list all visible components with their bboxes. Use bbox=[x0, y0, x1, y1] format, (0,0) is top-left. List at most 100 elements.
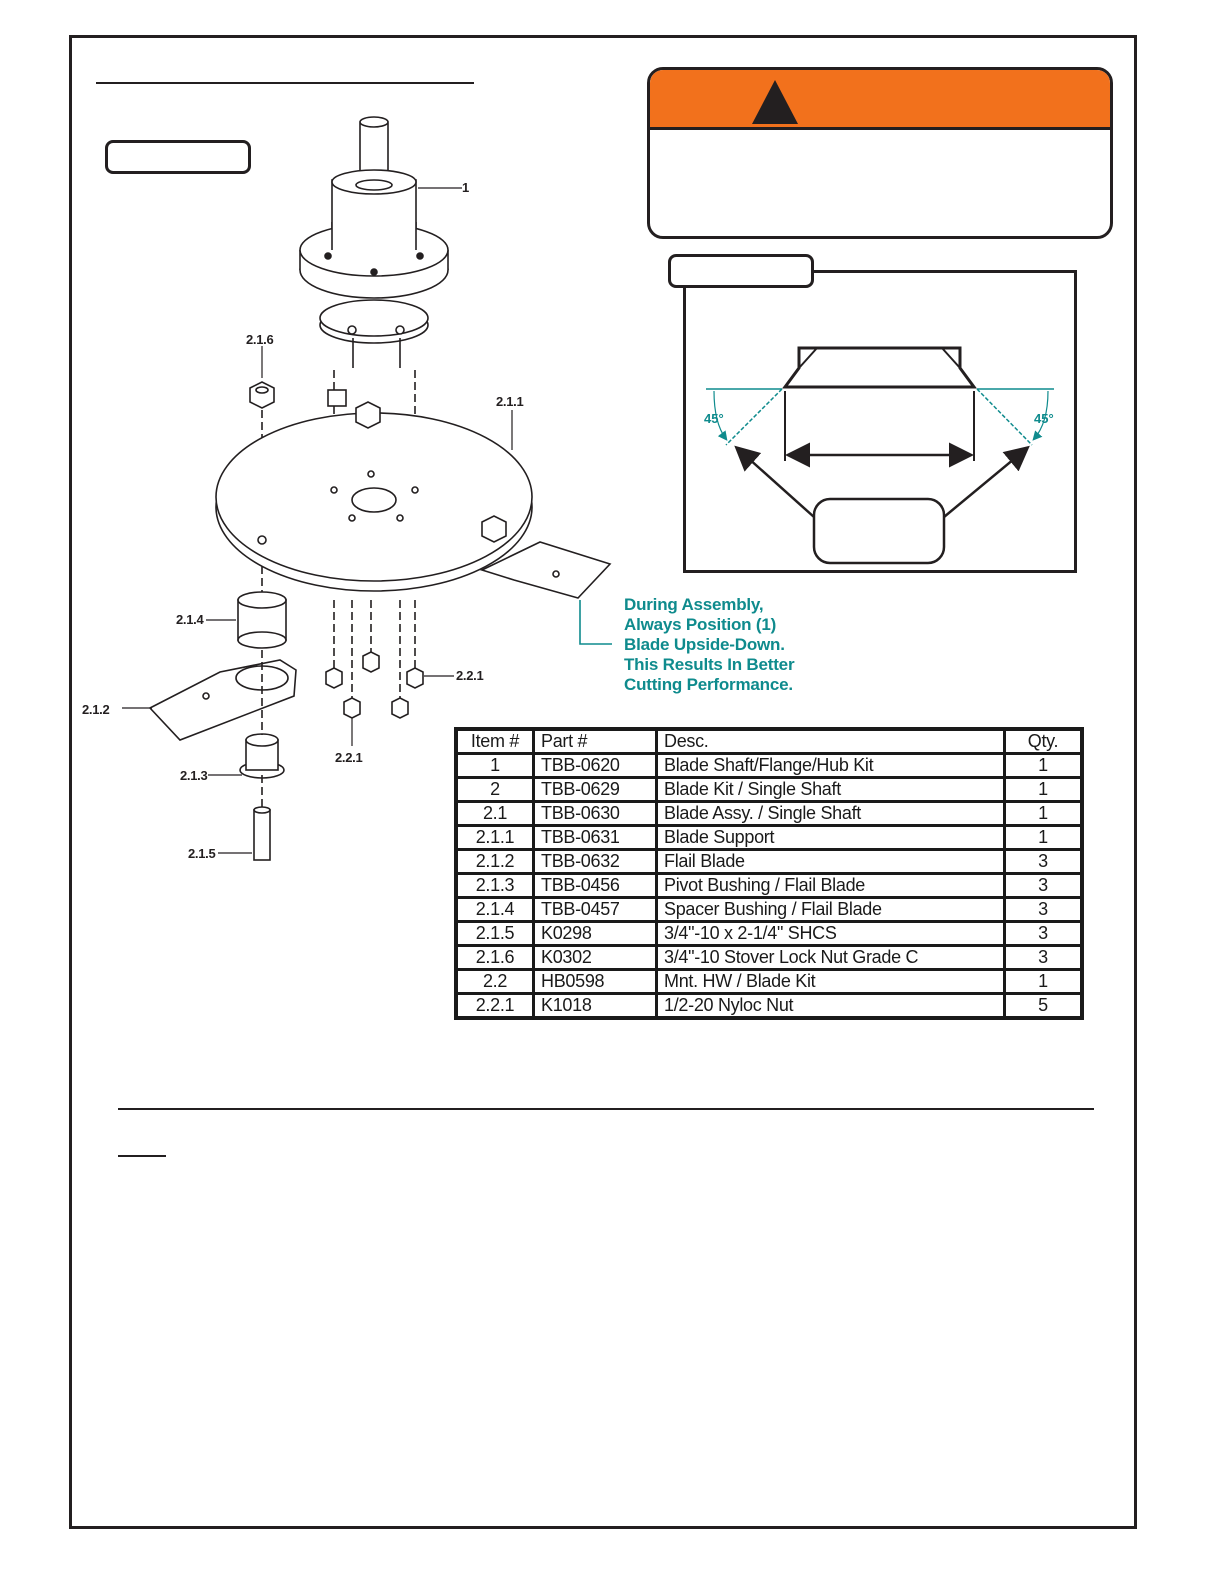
note-line: Cutting Performance. bbox=[624, 675, 793, 694]
cell-part: TBB-0630 bbox=[532, 800, 658, 827]
cell-desc: Blade Shaft/Flange/Hub Kit bbox=[655, 752, 1006, 779]
table-row: 2.2.1 K1018 1/2-20 Nyloc Nut 5 bbox=[454, 992, 1084, 1020]
callout-1: 1 bbox=[462, 180, 469, 195]
cell-item: 2.2 bbox=[454, 968, 535, 995]
warning-header bbox=[650, 70, 1110, 130]
cell-qty: 3 bbox=[1003, 920, 1084, 947]
table-row: 2.1.5 K0298 3/4"-10 x 2-1/4" SHCS 3 bbox=[454, 920, 1084, 947]
callout-2-1-3: 2.1.3 bbox=[180, 768, 208, 783]
cell-item: 2.1 bbox=[454, 800, 535, 827]
table-row: 2.1.4 TBB-0457 Spacer Bushing / Flail Bl… bbox=[454, 896, 1084, 923]
cell-part: TBB-0620 bbox=[532, 752, 658, 779]
nyloc-nut bbox=[406, 667, 424, 689]
page-frame bbox=[69, 35, 1137, 1529]
parts-table: Item # Part # Desc. Qty. 1 TBB-0620 Blad… bbox=[454, 727, 1084, 1020]
table-row: 1 TBB-0620 Blade Shaft/Flange/Hub Kit 1 bbox=[454, 752, 1084, 779]
note-line: This Results In Better bbox=[624, 655, 795, 674]
cell-part: HB0598 bbox=[532, 968, 658, 995]
cell-item: 2.1.6 bbox=[454, 944, 535, 971]
angle-label-left: 45° bbox=[704, 411, 724, 426]
callout-2-1-5: 2.1.5 bbox=[188, 846, 216, 861]
cell-desc: 1/2-20 Nyloc Nut bbox=[655, 992, 1006, 1020]
cell-part: TBB-0632 bbox=[532, 848, 658, 875]
callout-2-1-2: 2.1.2 bbox=[82, 702, 110, 717]
cell-part: K1018 bbox=[532, 992, 658, 1020]
table-row: 2 TBB-0629 Blade Kit / Single Shaft 1 bbox=[454, 776, 1084, 803]
table-header-row: Item # Part # Desc. Qty. bbox=[454, 727, 1084, 755]
cell-qty: 1 bbox=[1003, 968, 1084, 995]
cell-item: 2.1.2 bbox=[454, 848, 535, 875]
cell-desc: Flail Blade bbox=[655, 848, 1006, 875]
subheading-underline bbox=[118, 1155, 166, 1157]
blade-bevel-detail: 45° 45° bbox=[683, 270, 1077, 573]
section-divider bbox=[118, 1108, 1094, 1110]
cell-part: TBB-0456 bbox=[532, 872, 658, 899]
cell-desc: Blade Kit / Single Shaft bbox=[655, 776, 1006, 803]
callout-2-1-1: 2.1.1 bbox=[496, 394, 524, 409]
table-row: 2.1.6 K0302 3/4"-10 Stover Lock Nut Grad… bbox=[454, 944, 1084, 971]
cell-qty: 1 bbox=[1003, 776, 1084, 803]
cell-qty: 3 bbox=[1003, 944, 1084, 971]
cell-qty: 5 bbox=[1003, 992, 1084, 1020]
cell-qty: 1 bbox=[1003, 752, 1084, 779]
callout-2-2-1-right: 2.2.1 bbox=[456, 668, 484, 683]
flail-blade-right bbox=[479, 541, 612, 599]
cell-item: 2.1.4 bbox=[454, 896, 535, 923]
nyloc-nut bbox=[362, 651, 380, 673]
cell-item: 2.1.1 bbox=[454, 824, 535, 851]
cell-part: TBB-0631 bbox=[532, 824, 658, 851]
table-row: 2.1.1 TBB-0631 Blade Support 1 bbox=[454, 824, 1084, 851]
exploded-blade-assembly-diagram bbox=[122, 116, 612, 861]
column-header-part: Part # bbox=[532, 727, 658, 755]
cell-desc: Blade Support bbox=[655, 824, 1006, 851]
cell-part: K0298 bbox=[532, 920, 658, 947]
cell-part: TBB-0457 bbox=[532, 896, 658, 923]
lock-nut-2-1-6 bbox=[249, 381, 275, 409]
cell-part: TBB-0629 bbox=[532, 776, 658, 803]
angle-label-right: 45° bbox=[1034, 411, 1054, 426]
note-line: During Assembly, bbox=[624, 595, 764, 614]
cell-desc: Spacer Bushing / Flail Blade bbox=[655, 896, 1006, 923]
blade-section bbox=[782, 346, 977, 389]
cell-desc: Mnt. HW / Blade Kit bbox=[655, 968, 1006, 995]
callout-2-1-4: 2.1.4 bbox=[176, 612, 204, 627]
note-line: Always Position (1) bbox=[624, 615, 777, 634]
column-header-desc: Desc. bbox=[655, 727, 1006, 755]
nyloc-nut bbox=[343, 697, 361, 719]
column-header-qty: Qty. bbox=[1003, 727, 1084, 755]
cell-item: 1 bbox=[454, 752, 535, 779]
table-row: 2.1 TBB-0630 Blade Assy. / Single Shaft … bbox=[454, 800, 1084, 827]
cell-item: 2 bbox=[454, 776, 535, 803]
cell-item: 2.1.3 bbox=[454, 872, 535, 899]
cell-item: 2.2.1 bbox=[454, 992, 535, 1020]
cell-desc: 3/4"-10 Stover Lock Nut Grade C bbox=[655, 944, 1006, 971]
warning-triangle-icon bbox=[752, 80, 798, 124]
cell-desc: Pivot Bushing / Flail Blade bbox=[655, 872, 1006, 899]
cell-qty: 3 bbox=[1003, 872, 1084, 899]
cell-qty: 3 bbox=[1003, 848, 1084, 875]
cell-qty: 1 bbox=[1003, 800, 1084, 827]
nyloc-nut bbox=[325, 667, 343, 689]
warning-box bbox=[647, 67, 1113, 239]
detail-label-tag bbox=[668, 254, 814, 288]
table-row: 2.1.2 TBB-0632 Flail Blade 3 bbox=[454, 848, 1084, 875]
callout-2-1-6: 2.1.6 bbox=[246, 332, 274, 347]
table-row: 2.1.3 TBB-0456 Pivot Bushing / Flail Bla… bbox=[454, 872, 1084, 899]
callout-2-2-1-bottom: 2.2.1 bbox=[335, 750, 363, 765]
title-underline bbox=[96, 82, 474, 84]
table-row: 2.2 HB0598 Mnt. HW / Blade Kit 1 bbox=[454, 968, 1084, 995]
cell-part: K0302 bbox=[532, 944, 658, 971]
shcs-bolt bbox=[253, 809, 271, 861]
cell-desc: Blade Assy. / Single Shaft bbox=[655, 800, 1006, 827]
bevel-label-bubble bbox=[812, 497, 946, 565]
cell-item: 2.1.5 bbox=[454, 920, 535, 947]
column-header-item: Item # bbox=[454, 727, 535, 755]
bevel-diagram: 45° 45° bbox=[704, 346, 1054, 565]
note-line: Blade Upside-Down. bbox=[624, 635, 785, 654]
assembly-note: During Assembly, Always Position (1) Bla… bbox=[624, 595, 844, 695]
figure-label-tag bbox=[105, 140, 251, 174]
nyloc-nut bbox=[391, 697, 409, 719]
cell-desc: 3/4"-10 x 2-1/4" SHCS bbox=[655, 920, 1006, 947]
cell-qty: 1 bbox=[1003, 824, 1084, 851]
cell-qty: 3 bbox=[1003, 896, 1084, 923]
